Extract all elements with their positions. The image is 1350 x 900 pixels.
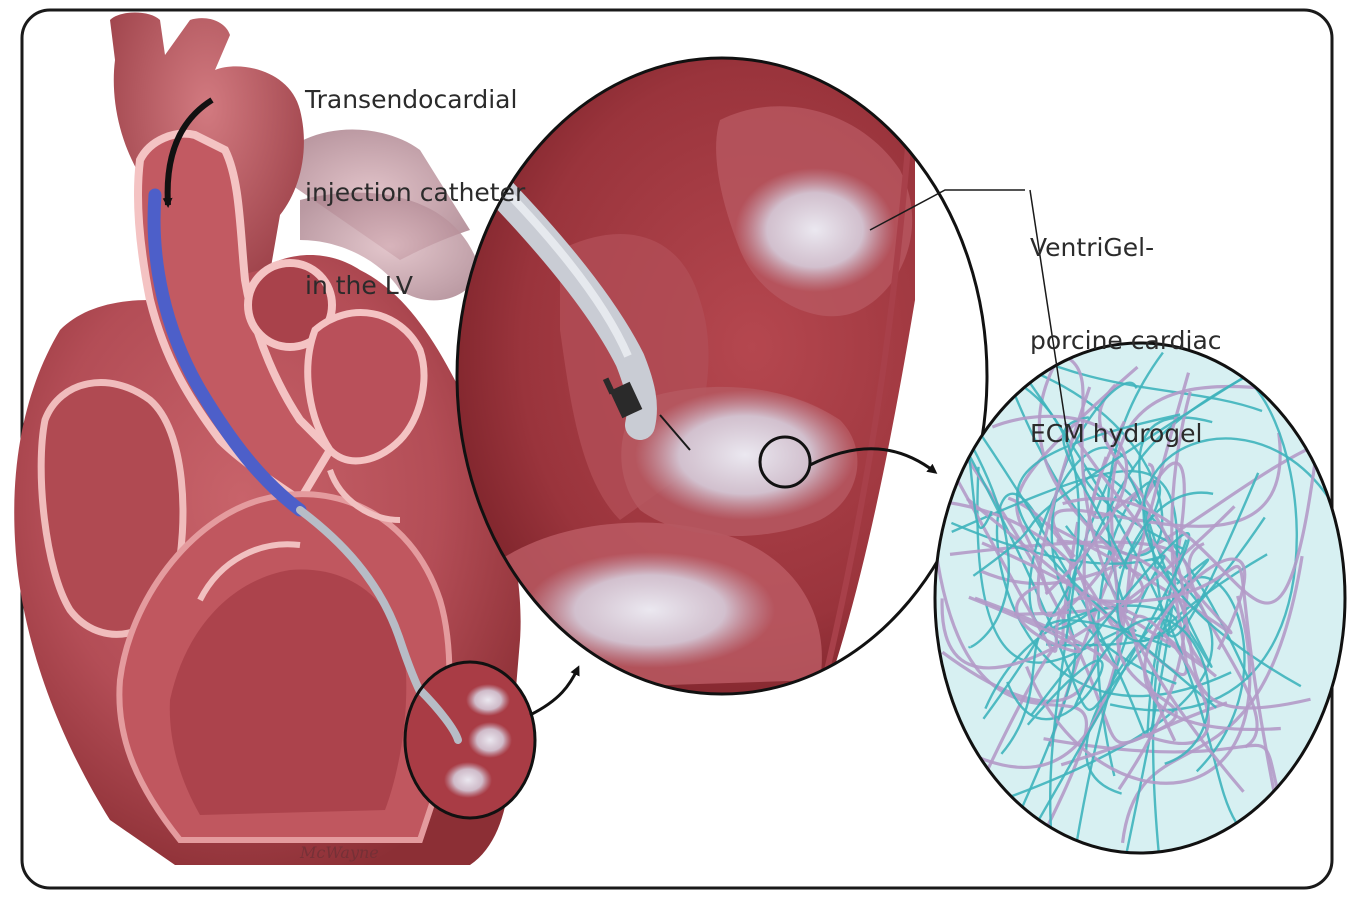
hydrogel-circle-outline — [933, 341, 1347, 855]
catheter-sheath — [147, 188, 307, 517]
sample-circle — [758, 435, 812, 489]
ecm-fiber — [935, 526, 1088, 839]
hydrogel-leader-line — [869, 189, 1025, 231]
ecm-fiber — [1109, 382, 1298, 712]
ecm-fiber — [1142, 437, 1330, 688]
ecm-fiber — [1124, 470, 1260, 638]
ecm-fiber — [972, 373, 1249, 577]
ecm-fiber — [1060, 608, 1178, 767]
aorta-channel — [134, 129, 336, 506]
zoom-circle-outline — [455, 56, 989, 696]
ventricle-inner — [169, 569, 407, 815]
ecm-fiber — [958, 423, 1010, 649]
ecm-fiber — [1116, 491, 1266, 643]
hydrogel-view — [933, 341, 1347, 855]
ecm-fiber — [968, 585, 1082, 654]
catheter-label-line-2: injection catheter — [305, 178, 526, 207]
gel-deposit-lower — [525, 552, 775, 668]
injection-site-detail — [403, 660, 537, 820]
ecm-fiber — [1099, 564, 1285, 837]
heart-illustration: McWayne — [14, 12, 521, 865]
ecm-fiber — [1062, 416, 1129, 570]
hydrogel-label-line-3: ECM hydrogel — [1030, 419, 1203, 448]
pulmonary-vessel — [300, 192, 480, 301]
ecm-fiber — [1143, 557, 1281, 732]
hydrogel-label: VentriGel- porcine cardiac ECM hydrogel — [1030, 170, 1222, 480]
gel-deposit-upper — [735, 168, 895, 292]
ecm-fiber — [980, 558, 1214, 809]
ecm-fiber — [1098, 383, 1187, 791]
ecm-fiber — [935, 555, 1133, 769]
ecm-fiber — [951, 469, 1179, 853]
ecm-fiber — [1000, 619, 1172, 755]
hydrogel-label-line-1: VentriGel- — [1030, 233, 1155, 262]
ecm-fiber — [1056, 539, 1311, 710]
entry-arrow — [162, 97, 214, 208]
tricuspid-valve — [327, 468, 401, 523]
ecm-fiber — [1025, 595, 1252, 785]
ecm-fiber — [1036, 386, 1155, 618]
pulmonary-ring — [244, 259, 336, 351]
ecm-fiber — [991, 414, 1128, 596]
ecm-fiber — [1029, 532, 1191, 834]
gel-deposit-middle — [635, 390, 855, 520]
ecm-fiber — [1062, 343, 1331, 605]
injection-site-circle — [403, 660, 537, 820]
zoom-arrow — [529, 665, 580, 717]
hydrogel-arrow — [809, 447, 938, 474]
ecm-fiber — [1120, 555, 1304, 844]
mitral-valve — [197, 541, 301, 602]
right-chamber — [304, 309, 428, 465]
hydrogel-label-line-2: porcine cardiac — [1030, 326, 1222, 355]
catheter-label-line-1: Transendocardial — [305, 85, 518, 114]
ecm-fiber — [1073, 617, 1211, 765]
catheter-label: Transendocardial injection catheter in t… — [305, 22, 525, 332]
catheter-label-line-3: in the LV — [305, 271, 413, 300]
hydrogel-leader-line-2 — [1029, 189, 1069, 441]
artist-signature: McWayne — [299, 843, 379, 862]
